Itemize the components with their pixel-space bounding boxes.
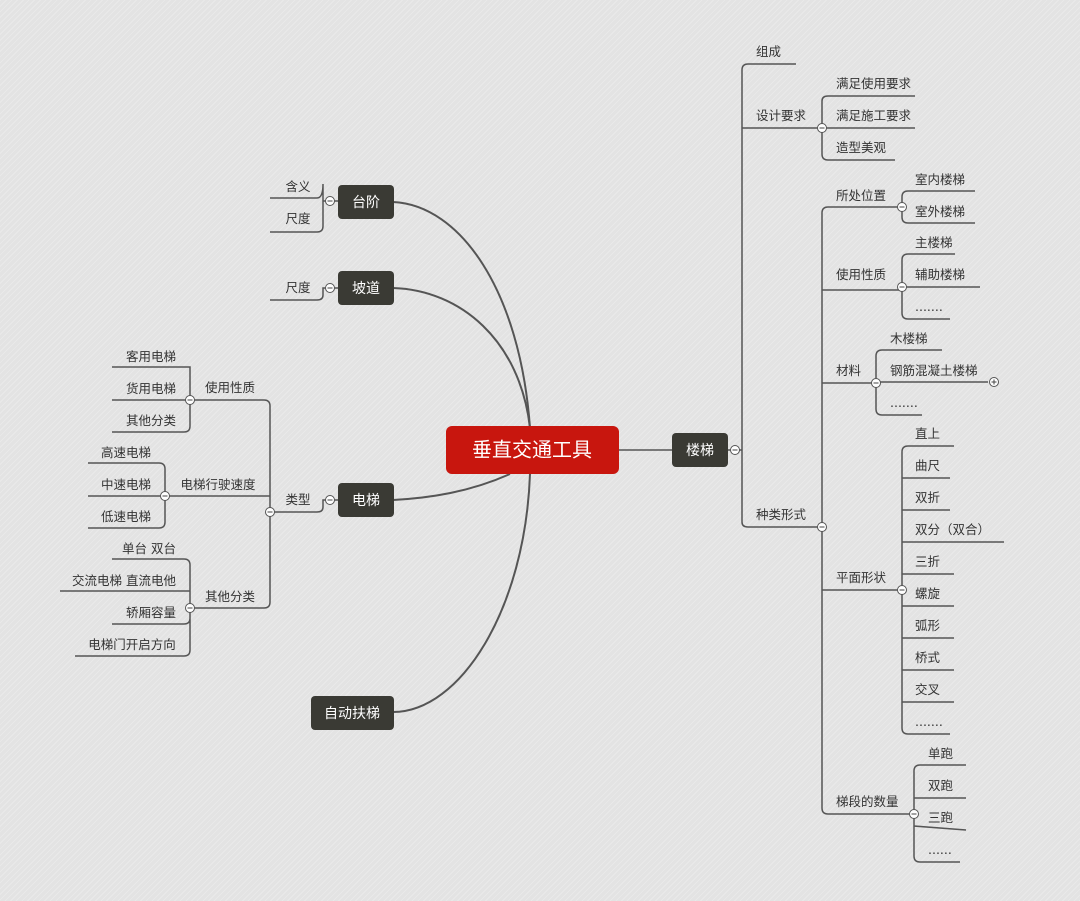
node-louti-shuangzhe[interactable]: 双折 [915, 490, 940, 505]
node-louti-xingzhi[interactable]: 使用性质 [836, 267, 886, 282]
node-louti-cailiao-more[interactable]: ....... [890, 395, 918, 410]
topic-label-louti: 楼梯 [686, 443, 714, 459]
node-louti-shinei[interactable]: 室内楼梯 [915, 172, 965, 187]
expand-toggle-gangjin[interactable] [989, 377, 999, 387]
node-dianti-zhongsu[interactable]: 中速电梯 [101, 477, 151, 492]
collapse-toggle-shiyong[interactable] [185, 395, 195, 405]
node-dianti-gaosu[interactable]: 高速电梯 [101, 445, 151, 460]
collapse-toggle-sudu[interactable] [160, 491, 170, 501]
node-louti-shiwai[interactable]: 室外楼梯 [915, 204, 965, 219]
collapse-toggle-pingmian[interactable] [897, 585, 907, 595]
topic-node-louti[interactable]: 楼梯 [672, 433, 728, 467]
topic-node-dianti[interactable]: 电梯 [338, 483, 394, 517]
node-louti-suochu[interactable]: 所处位置 [836, 188, 886, 203]
branch-curve-podao [392, 287, 531, 429]
node-dianti-shiyong[interactable]: 使用性质 [205, 380, 255, 395]
node-louti-pingmian-more[interactable]: ....... [915, 714, 943, 729]
node-louti-fuzhu[interactable]: 辅助楼梯 [915, 267, 965, 282]
node-louti-sanzhe[interactable]: 三折 [915, 554, 940, 569]
collapse-toggles [160, 123, 999, 819]
node-dianti-jiaoliu[interactable]: 交流电梯 直流电他 [72, 573, 176, 588]
collapse-toggle-suochu[interactable] [897, 202, 907, 212]
node-dianti-keyong[interactable]: 客用电梯 [126, 349, 176, 364]
node-dianti-huoyong[interactable]: 货用电梯 [126, 381, 176, 396]
collapse-toggle-taijie[interactable] [325, 196, 335, 206]
node-louti-gangjin[interactable]: 钢筋混凝土楼梯 [890, 363, 978, 378]
node-louti-mu[interactable]: 木楼梯 [890, 331, 928, 346]
node-louti-qiaoshi[interactable]: 桥式 [915, 650, 941, 665]
node-dianti-sudu[interactable]: 电梯行驶速度 [180, 477, 256, 492]
topic-label-taijie: 台阶 [352, 195, 380, 211]
node-taijie-hanyi[interactable]: 含义 [285, 179, 311, 194]
node-louti-jiaocha[interactable]: 交叉 [915, 682, 941, 697]
node-podao-chidu[interactable]: 尺度 [285, 280, 311, 295]
branch-curve-futi [392, 473, 531, 713]
collapse-toggle-dianti[interactable] [325, 495, 335, 505]
topic-label-futi: 自动扶梯 [324, 706, 380, 722]
node-louti-zhishang[interactable]: 直上 [915, 426, 940, 441]
right-labels: 组成 设计要求 满足使用要求 满足施工要求 造型美观 种类形式 所处位置 室内楼… [756, 44, 990, 857]
node-louti-tiduan[interactable]: 梯段的数量 [836, 794, 899, 809]
node-louti-luoxuan[interactable]: 螺旋 [915, 586, 941, 601]
node-louti-zucheng[interactable]: 组成 [756, 44, 781, 59]
node-louti-pingmian[interactable]: 平面形状 [836, 570, 887, 585]
node-dianti-dantai[interactable]: 单台 双台 [122, 541, 176, 556]
node-louti-shuangfen[interactable]: 双分（双合） [915, 522, 990, 537]
collapse-toggle-leixing[interactable] [265, 507, 275, 517]
node-louti-sanpao[interactable]: 三跑 [928, 810, 954, 825]
node-louti-shigong-req[interactable]: 满足施工要求 [836, 108, 912, 123]
collapse-toggle-louti[interactable] [730, 445, 740, 455]
node-dianti-men[interactable]: 电梯门开启方向 [88, 637, 176, 652]
collapse-toggle-podao[interactable] [325, 283, 335, 293]
node-louti-sheji[interactable]: 设计要求 [756, 108, 807, 123]
collapse-toggle-cailiao[interactable] [871, 378, 881, 388]
node-louti-xingzhi-more[interactable]: ....... [915, 299, 943, 314]
node-louti-zhonglei[interactable]: 种类形式 [756, 507, 807, 522]
topic-label-dianti: 电梯 [352, 493, 380, 509]
collapse-toggle-zhonglei[interactable] [817, 522, 827, 532]
node-louti-cailiao[interactable]: 材料 [836, 363, 862, 378]
branch-curve-dianti [392, 473, 511, 501]
topic-node-futi[interactable]: 自动扶梯 [311, 696, 394, 730]
node-taijie-chidu[interactable]: 尺度 [285, 211, 311, 226]
branch-curve-taijie [392, 201, 531, 429]
topic-node-podao[interactable]: 坡道 [338, 271, 394, 305]
collapse-toggle-qita2[interactable] [185, 603, 195, 613]
collapse-toggle-sheji[interactable] [817, 123, 827, 133]
node-louti-shuangpao[interactable]: 双跑 [928, 778, 954, 793]
node-louti-meiguan[interactable]: 造型美观 [836, 140, 887, 155]
node-louti-tiduan-more[interactable]: ...... [928, 842, 952, 857]
node-louti-quchi[interactable]: 曲尺 [915, 458, 940, 473]
node-louti-huxing[interactable]: 弧形 [915, 618, 941, 633]
root-node-label: 垂直交通工具 [472, 438, 592, 462]
root-node[interactable]: 垂直交通工具 [446, 426, 619, 474]
node-louti-shiyong-req[interactable]: 满足使用要求 [836, 76, 912, 91]
main-branches [392, 201, 673, 713]
left-labels: 含义 尺度 尺度 类型 使用性质 客用电梯 货用电梯 其他分类 电梯行驶速度 高… [72, 179, 311, 652]
node-dianti-disu[interactable]: 低速电梯 [101, 509, 151, 524]
node-dianti-leixing[interactable]: 类型 [285, 492, 310, 507]
collapse-toggle-xingzhi[interactable] [897, 282, 907, 292]
collapse-toggle-tiduan[interactable] [909, 809, 919, 819]
node-louti-danpao[interactable]: 单跑 [928, 746, 954, 761]
topic-node-taijie[interactable]: 台阶 [338, 185, 394, 219]
node-dianti-qita2[interactable]: 其他分类 [205, 589, 256, 604]
node-dianti-qita1[interactable]: 其他分类 [126, 413, 177, 428]
node-louti-zhu[interactable]: 主楼梯 [915, 235, 953, 250]
topic-label-podao: 坡道 [352, 281, 380, 297]
node-dianti-jiaoxiang[interactable]: 轿厢容量 [126, 605, 176, 620]
